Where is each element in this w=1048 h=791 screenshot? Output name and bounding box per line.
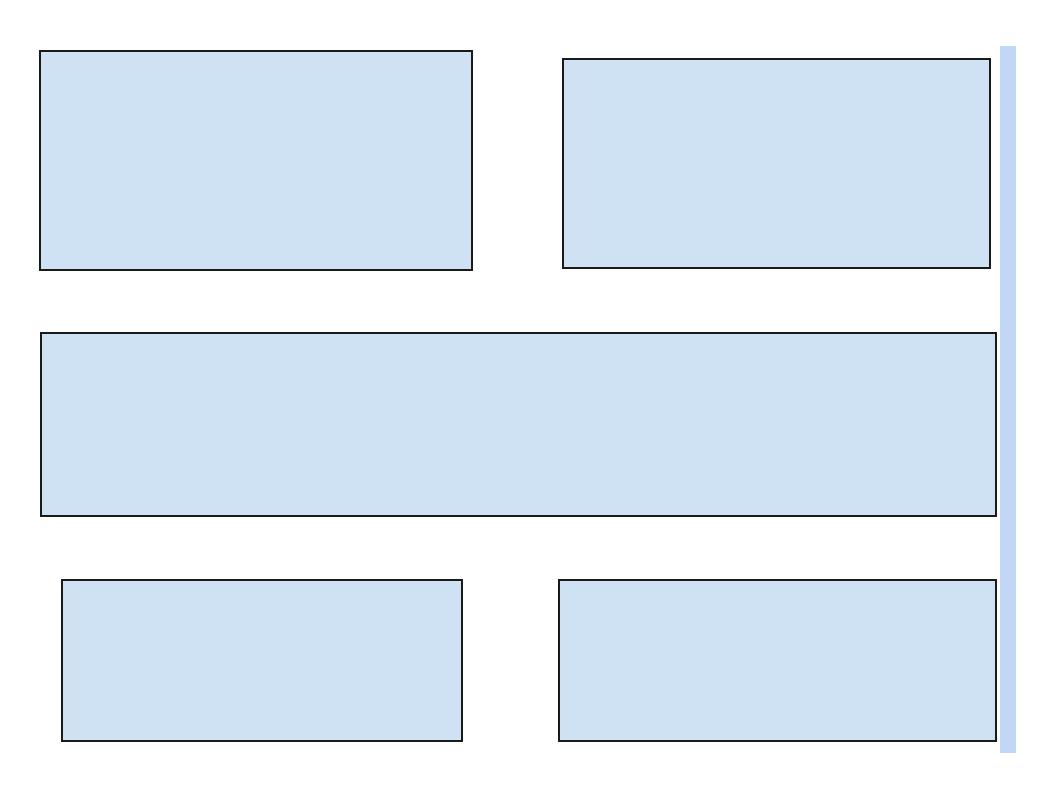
layout-box-top-left <box>39 50 473 271</box>
layout-box-bottom-right <box>558 579 997 742</box>
layout-box-middle-wide <box>40 332 997 517</box>
vertical-scrollbar[interactable] <box>1000 46 1016 753</box>
layout-box-top-right <box>562 58 991 269</box>
layout-box-bottom-left <box>61 579 463 742</box>
